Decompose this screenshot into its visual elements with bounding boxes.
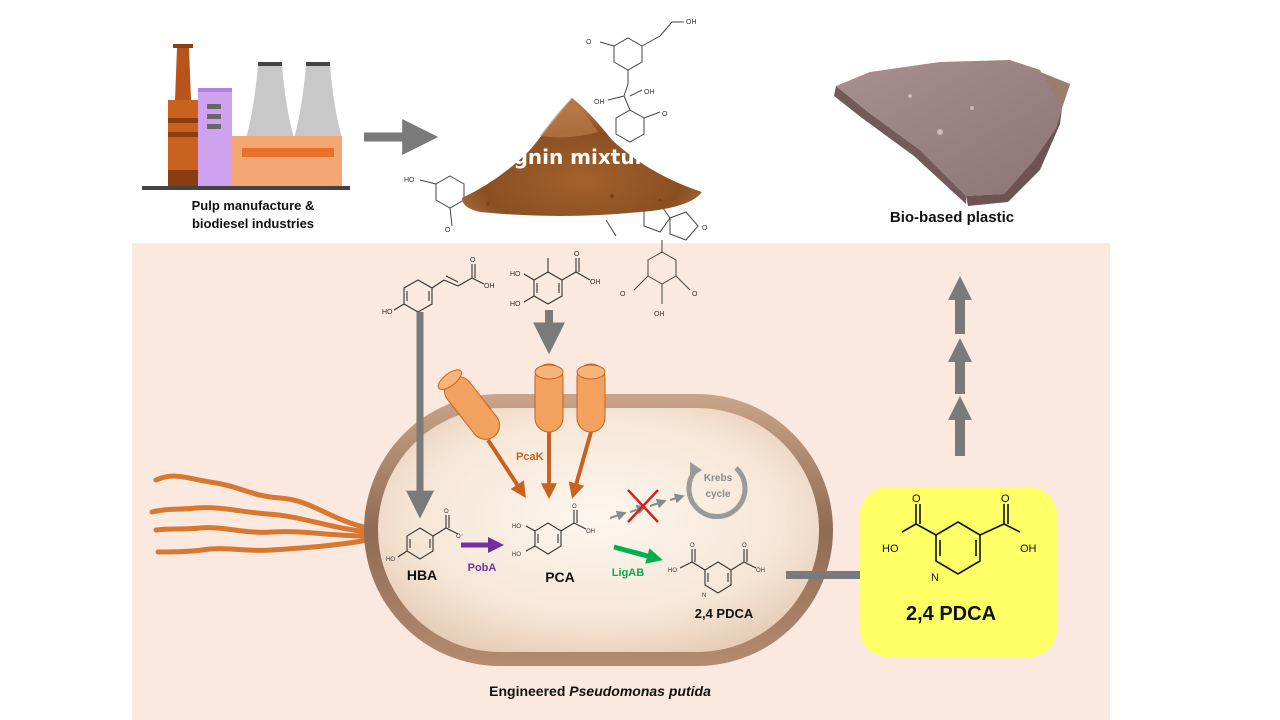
factory-icon [142, 44, 350, 190]
industry-label-line1: Pulp manufacture & [192, 198, 315, 213]
hba-structure-labels: O O⁻ HO [386, 509, 464, 563]
block-x-icon [627, 489, 659, 523]
svg-text:O: O [662, 111, 668, 118]
pcak-label: PcaK [516, 451, 544, 463]
svg-text:HO: HO [382, 309, 393, 316]
bio-plastic-label: Bio-based plastic [890, 209, 1014, 226]
svg-text:OH: OH [590, 279, 601, 286]
organism-species: Pseudomonas putida [569, 683, 711, 699]
svg-text:O: O [574, 251, 580, 258]
svg-text:O: O [702, 225, 708, 232]
svg-text:HO: HO [512, 524, 521, 530]
arrow-transport-1 [486, 438, 526, 499]
flagella [149, 473, 371, 555]
pca-label: PCA [545, 569, 575, 585]
svg-text:O: O [445, 227, 451, 234]
ligab-label: LigAB [612, 567, 644, 579]
transporter-tilted [437, 369, 501, 440]
svg-text:OH: OH [586, 529, 595, 535]
svg-text:O: O [470, 257, 476, 264]
svg-text:O: O [690, 543, 695, 549]
pca-structure-labels: O OH HO HO [512, 504, 595, 558]
transporter-right [576, 363, 606, 433]
svg-text:N: N [702, 593, 706, 599]
svg-text:HO: HO [510, 271, 521, 278]
svg-text:HO: HO [510, 301, 521, 308]
svg-text:O: O [692, 291, 698, 298]
svg-text:OH: OH [1020, 543, 1037, 555]
svg-text:OH: OH [654, 311, 665, 318]
pdca-inner-structure-labels: O HO O OH N [668, 543, 765, 599]
svg-text:HO: HO [882, 543, 899, 555]
pca-structure [525, 510, 587, 555]
svg-text:N: N [931, 572, 939, 584]
svg-text:O: O [586, 39, 592, 46]
krebs-label-line1: Krebs [704, 473, 733, 484]
svg-text:HO: HO [512, 552, 521, 558]
organism-label: Engineered Pseudomonas putida [489, 683, 711, 699]
industry-label-line2: biodiesel industries [192, 216, 314, 231]
upward-arrows [948, 276, 972, 456]
svg-text:O: O [1001, 493, 1010, 505]
svg-text:O: O [444, 509, 449, 515]
pdca-product-structure-labels: O HO O OH N [882, 493, 1037, 584]
svg-text:OH: OH [756, 568, 765, 574]
bio-plastic-image [834, 60, 1070, 206]
svg-text:O: O [572, 504, 577, 510]
transporter-left [534, 363, 564, 433]
svg-text:O: O [620, 291, 626, 298]
svg-text:O: O [742, 543, 747, 549]
pdca-product-box [860, 487, 1057, 657]
svg-text:OH: OH [594, 99, 605, 106]
pdca-inner-structure [679, 549, 757, 594]
lignin-structure-labels: OH O OH OH O HO O O O OH O [404, 19, 708, 318]
arrow-transport-3 [568, 431, 593, 499]
lignin-structure [419, 21, 699, 304]
cell-interior [378, 408, 819, 652]
svg-text:HO: HO [668, 568, 677, 574]
lignin-powder-image [462, 98, 702, 216]
arrow-ligab [613, 544, 663, 564]
svg-text:OH: OH [644, 89, 655, 96]
hba-label: HBA [407, 567, 437, 583]
hba-structure [397, 515, 459, 560]
svg-text:HO: HO [404, 177, 415, 184]
svg-text:OH: OH [484, 283, 495, 290]
lignin-mixture-label: Lignin mixture [494, 145, 658, 169]
svg-text:OH: OH [686, 19, 697, 26]
krebs-cycle-icon [686, 462, 748, 520]
pdca-inner-label: 2,4 PDCA [695, 606, 754, 621]
pdca-product-structure [901, 504, 1021, 575]
svg-text:O: O [912, 493, 921, 505]
organism-prefix: Engineered [489, 683, 569, 699]
protocatechuic-acid-substrate-labels: O OH HO HO [510, 251, 601, 308]
protocatechuic-acid-substrate-structure [523, 258, 591, 305]
coumaric-acid-labels: O OH HO [382, 257, 495, 316]
poba-label: PobA [468, 562, 497, 574]
svg-text:HO: HO [386, 557, 395, 563]
svg-text:O⁻: O⁻ [456, 534, 464, 540]
krebs-label-line2: cycle [705, 489, 730, 500]
pdca-product-label: 2,4 PDCA [906, 603, 996, 625]
